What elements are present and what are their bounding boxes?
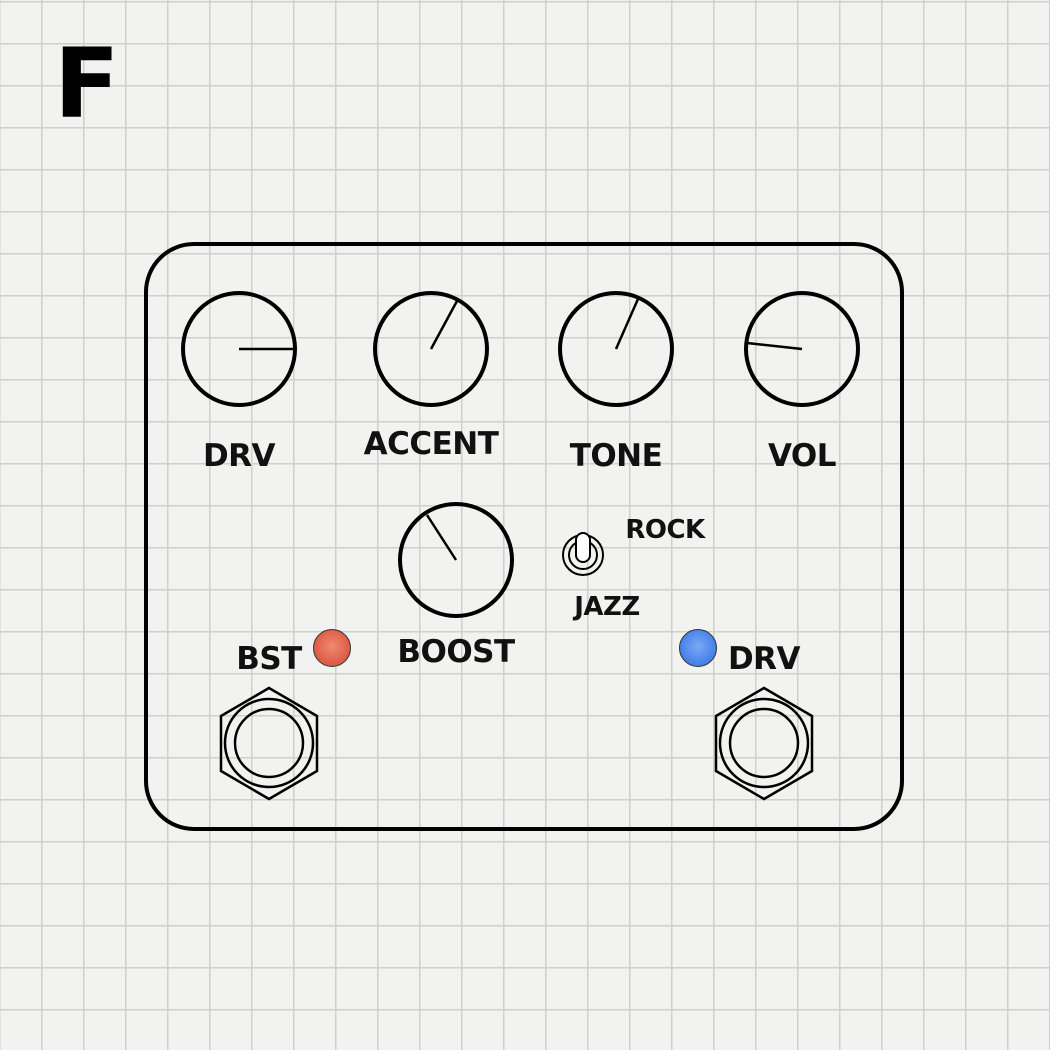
knob-pointer bbox=[429, 300, 459, 350]
footswitch-label-drv: DRV bbox=[727, 641, 801, 677]
knob-label-vol: VOL bbox=[767, 438, 837, 474]
panel-letter: F bbox=[54, 28, 120, 140]
toggle-lever bbox=[575, 532, 591, 563]
knob-label-boost: BOOST bbox=[397, 634, 515, 670]
knob-vol[interactable] bbox=[744, 291, 860, 407]
toggle-switch-rock-jazz[interactable] bbox=[562, 532, 604, 576]
toggle-label-jazz: JAZZ bbox=[574, 592, 640, 622]
knob-boost[interactable] bbox=[398, 502, 514, 618]
knob-accent[interactable] bbox=[373, 291, 489, 407]
footswitch-bst[interactable] bbox=[219, 686, 319, 801]
pedal-enclosure bbox=[144, 242, 904, 831]
knob-pointer bbox=[425, 514, 458, 561]
knob-pointer bbox=[746, 341, 803, 351]
knob-label-accent: ACCENT bbox=[363, 426, 499, 462]
knob-label-drv: DRV bbox=[202, 438, 276, 474]
knob-drv[interactable] bbox=[181, 291, 297, 407]
led-drv bbox=[679, 629, 717, 667]
knob-label-tone: TONE bbox=[569, 438, 663, 474]
footswitch-label-bst: BST bbox=[236, 641, 302, 677]
toggle-label-rock: ROCK bbox=[625, 515, 705, 545]
led-bst bbox=[313, 629, 351, 667]
footswitch-drv[interactable] bbox=[714, 686, 814, 801]
knob-pointer bbox=[614, 298, 640, 350]
knob-tone[interactable] bbox=[558, 291, 674, 407]
